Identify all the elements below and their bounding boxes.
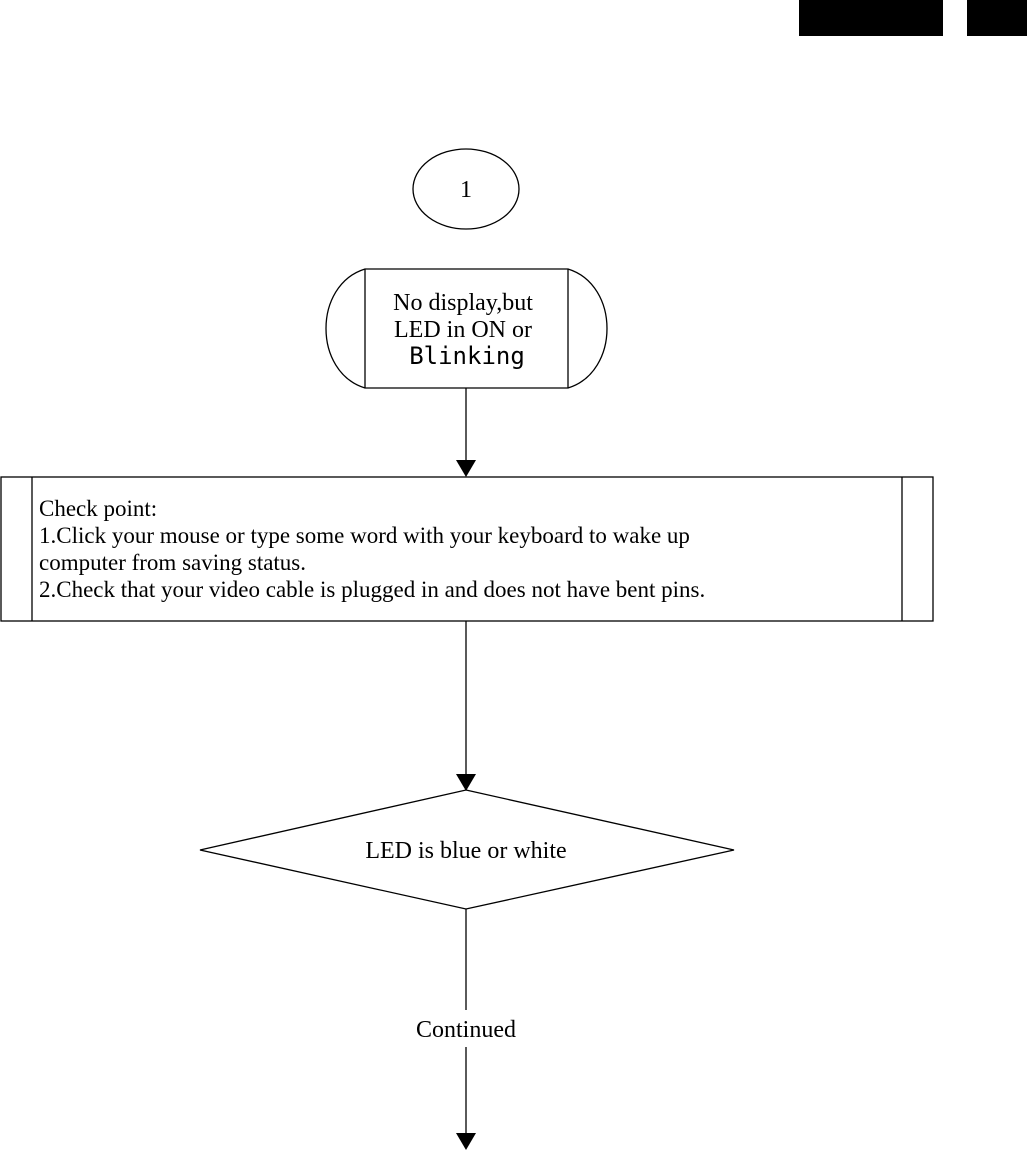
arrowhead-3 <box>456 1133 476 1150</box>
connector-ellipse <box>412 148 520 230</box>
connector-label: 1 <box>460 177 472 203</box>
checkpoint-line1: 1.Click your mouse or type some word wit… <box>39 523 690 548</box>
symptom-line2: LED in ON or <box>394 317 532 343</box>
symptom-line3: Blinking <box>409 342 525 370</box>
arrowhead-1 <box>456 460 476 477</box>
arrowhead-2 <box>456 774 476 791</box>
checkpoint-line3: 2.Check that your video cable is plugged… <box>39 577 705 602</box>
checkpoint-box <box>0 476 934 622</box>
checkpoint-line2: computer from saving status. <box>39 550 306 575</box>
header-black-bar-small <box>967 0 1027 36</box>
decision-label: LED is blue or white <box>365 838 566 864</box>
continued-label: Continued <box>416 1017 516 1043</box>
symptom-node: No display,but LED in ON or Blinking <box>325 268 608 389</box>
checkpoint-title: Check point: <box>39 496 157 521</box>
connector-node: 1 <box>412 148 520 230</box>
header-black-bar <box>799 0 943 36</box>
symptom-line1: No display,but <box>393 290 533 316</box>
decision-node: LED is blue or white <box>199 789 735 910</box>
checkpoint-node: Check point: 1.Click your mouse or type … <box>0 476 934 622</box>
